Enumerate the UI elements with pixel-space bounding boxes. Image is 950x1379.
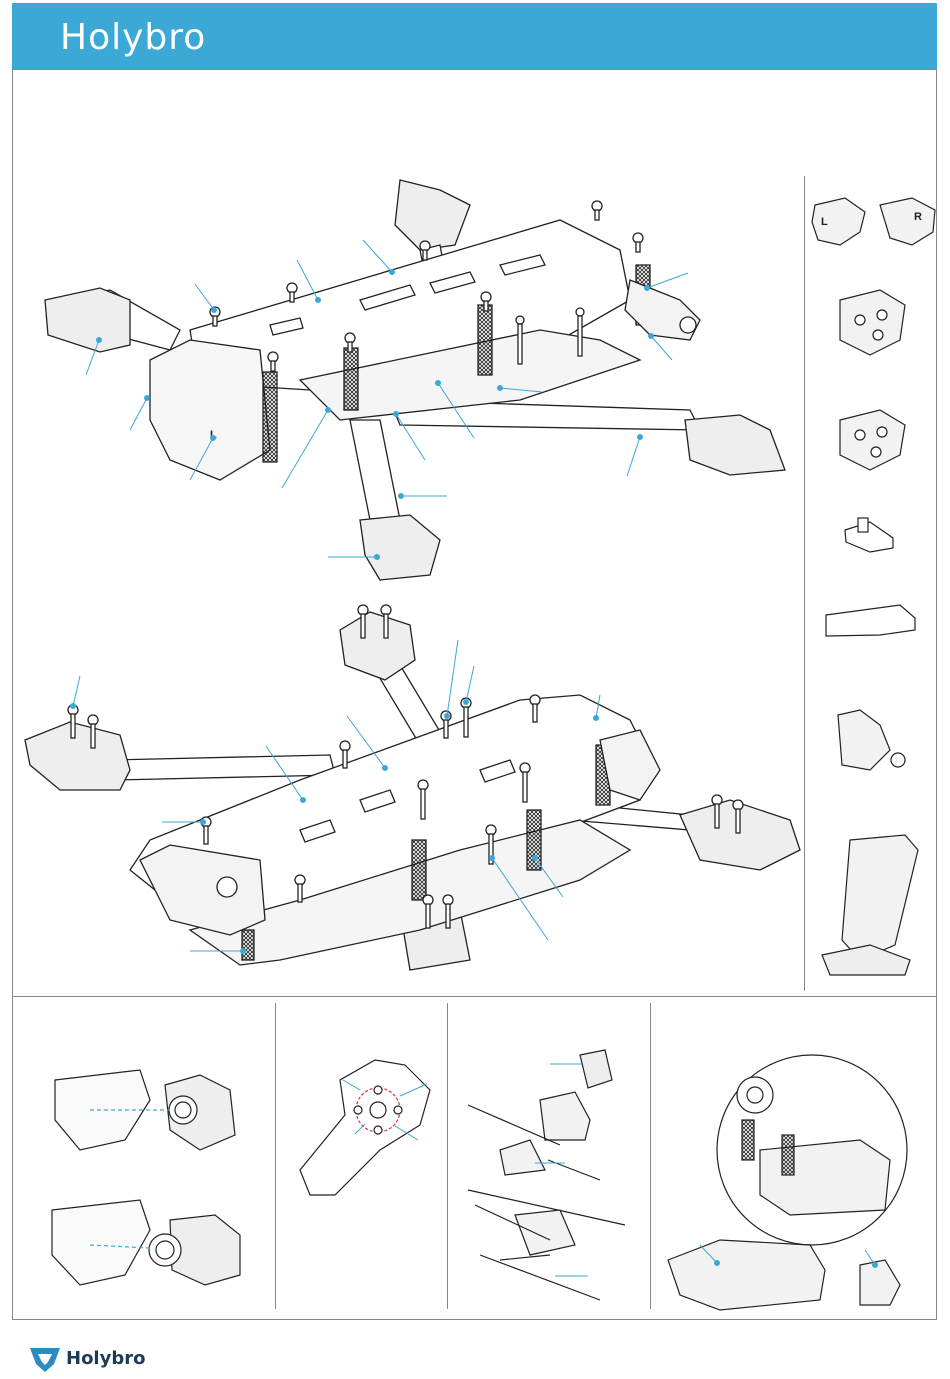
parts-column — [812, 198, 935, 975]
frame-bottom-view-drawing — [25, 605, 800, 970]
arm-guard-right-label: R — [914, 211, 922, 223]
footer-logo-icon — [28, 1346, 62, 1374]
arm-guard-left — [812, 198, 865, 245]
motor-mount-panel — [300, 1060, 430, 1195]
frame-top-view-drawing: L — [45, 180, 785, 580]
camera-plate-panel — [52, 1070, 240, 1285]
antenna-mount-panel — [468, 1050, 625, 1300]
footer-brand: Holybro — [66, 1348, 145, 1369]
stack-detail-panel — [668, 1055, 907, 1310]
arm-guard-right — [880, 198, 935, 245]
arm-guard-left-label: L — [821, 216, 828, 228]
